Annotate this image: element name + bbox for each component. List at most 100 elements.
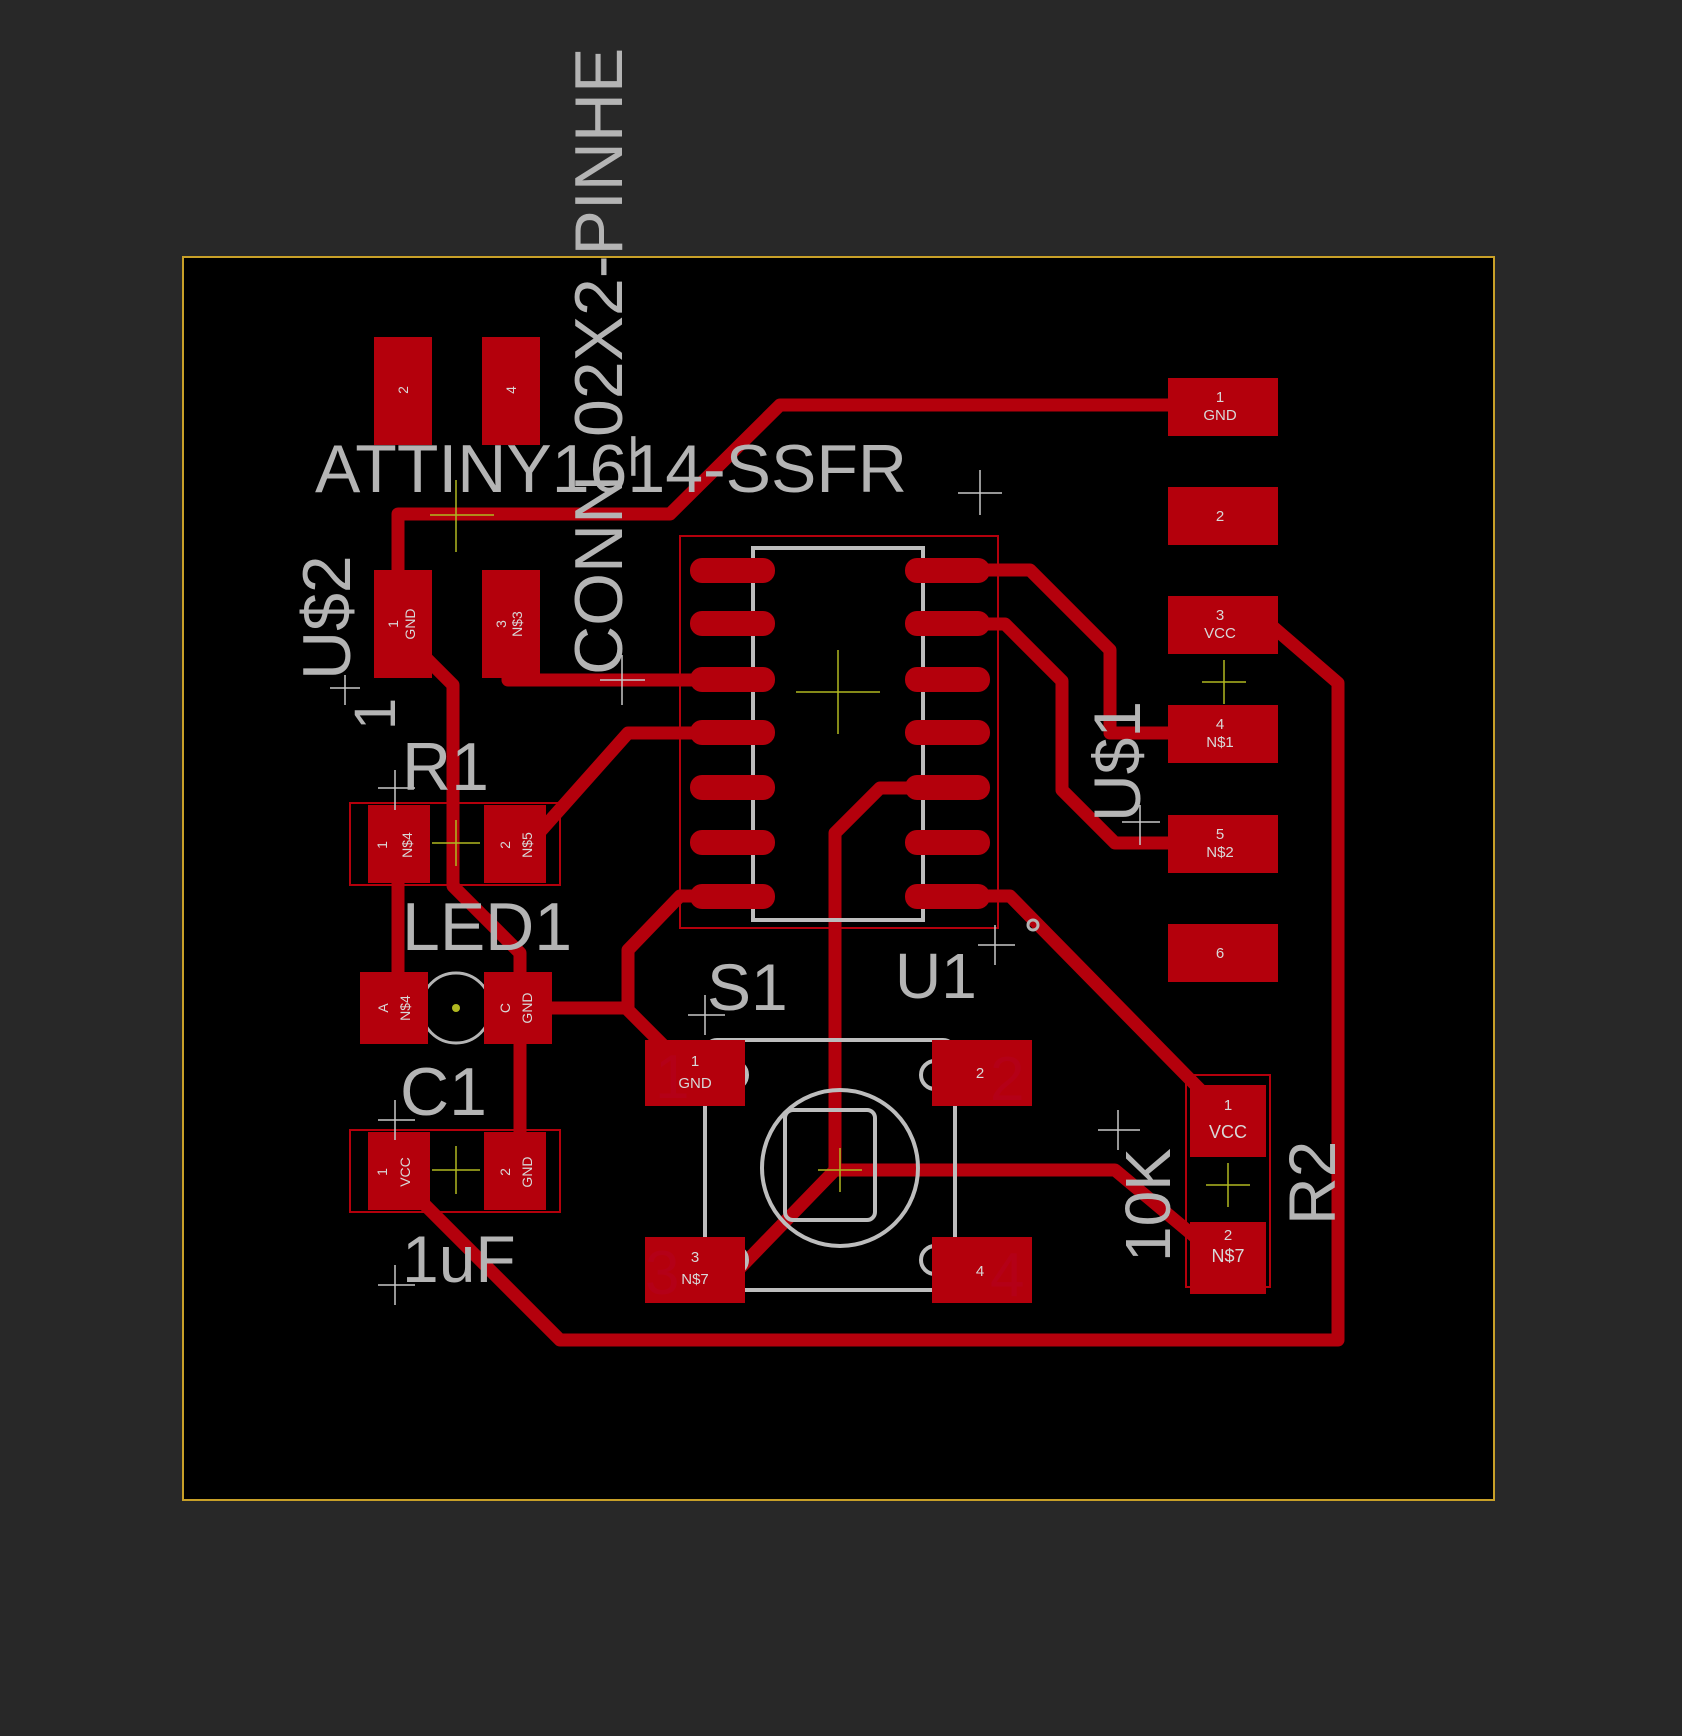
pad-r2-1[interactable] xyxy=(1190,1085,1266,1157)
r1-name-label[interactable]: R1 xyxy=(402,729,489,805)
pad-ftdi-1[interactable] xyxy=(1168,378,1278,436)
u1-pin-7[interactable] xyxy=(690,884,775,909)
pad-label-c1-2: 2 xyxy=(497,1168,513,1176)
u1-pin-1[interactable] xyxy=(690,558,775,583)
pad-c1-1[interactable] xyxy=(368,1132,430,1210)
pad-label-conn-1: 1 xyxy=(385,620,401,628)
pad-labels: 2 4 1 GND 3 N$3 1 GND 2 3 VCC 4 N$1 5 N$… xyxy=(374,386,1247,1288)
pad-ftdi-4[interactable] xyxy=(1168,705,1278,763)
pad-label-r1-1: 1 xyxy=(374,841,390,849)
silkscreen-text: ATTINY1614-SSFR U1 CONN_02X2-PINHE U$2 1… xyxy=(289,48,1349,1310)
pad-label-led-c-net: GND xyxy=(519,992,535,1023)
s1-pin4-silk[interactable]: 4 xyxy=(990,1241,1024,1310)
trace-gnd-conn-to-ftdi[interactable] xyxy=(391,398,1227,605)
pad-label-s1-4: 4 xyxy=(976,1263,984,1280)
pad-r1-2[interactable] xyxy=(484,805,546,883)
pad-conn-4[interactable] xyxy=(482,337,540,445)
ftdi-name-label[interactable]: U$1 xyxy=(1080,701,1154,822)
pad-conn-1[interactable] xyxy=(374,570,432,678)
u1-pin-13[interactable] xyxy=(905,611,990,636)
u1-pin-8[interactable] xyxy=(905,884,990,909)
conn-pin1-label[interactable]: 1 xyxy=(343,698,408,730)
u1-pin-12[interactable] xyxy=(905,667,990,692)
pad-c1-2[interactable] xyxy=(484,1132,546,1210)
pad-label-s1-3: 3 xyxy=(691,1249,699,1266)
trace-n7[interactable] xyxy=(733,781,932,1275)
pad-label-r2-2-net: N$7 xyxy=(1211,1246,1244,1266)
pad-label-r2-1-net: VCC xyxy=(1209,1122,1247,1142)
led1-name-label[interactable]: LED1 xyxy=(402,889,572,965)
pad-led-c[interactable] xyxy=(484,972,552,1044)
pad-label-s1-2: 2 xyxy=(976,1065,984,1082)
u1-pin-4[interactable] xyxy=(690,720,775,745)
trace-ftdi-n2[interactable] xyxy=(918,617,1222,850)
u1-pin-11[interactable] xyxy=(905,720,990,745)
pad-s1-4[interactable] xyxy=(932,1237,1032,1303)
u1-pin-3[interactable] xyxy=(690,667,775,692)
s1-pin3-silk[interactable]: 3 xyxy=(645,1239,679,1308)
r2-value-label[interactable]: 10K xyxy=(1112,1148,1184,1262)
pad-label-led-c: C xyxy=(497,1003,513,1013)
u1-pin-9[interactable] xyxy=(905,830,990,855)
pad-label-ftdi-3: 3 xyxy=(1216,607,1224,624)
u1-package-box xyxy=(679,535,999,929)
trace-vcc-loop[interactable] xyxy=(396,613,1345,1347)
pads xyxy=(360,337,1278,1303)
pad-label-ftdi-5: 5 xyxy=(1216,826,1224,843)
pad-r1-1[interactable] xyxy=(368,805,430,883)
pad-s1-1[interactable] xyxy=(645,1040,745,1106)
pad-label-ftdi-5-net: N$2 xyxy=(1206,844,1234,861)
u1-pin1-dot xyxy=(1026,918,1040,932)
pad-label-ftdi-4: 4 xyxy=(1216,716,1224,733)
u1-value-label[interactable]: ATTINY1614-SSFR xyxy=(315,431,907,507)
pad-conn-3[interactable] xyxy=(482,570,540,678)
u1-pin-10[interactable] xyxy=(905,775,990,800)
pad-label-s1-3-net: N$7 xyxy=(681,1271,709,1288)
r2-name-label[interactable]: R2 xyxy=(1275,1141,1349,1225)
pad-led-a[interactable] xyxy=(360,972,428,1044)
conn-value-label[interactable]: CONN_02X2-PINHE xyxy=(561,48,637,675)
pad-label-c1-2-net: GND xyxy=(519,1156,535,1187)
pad-label-r2-2: 2 xyxy=(1224,1227,1232,1244)
u1-pin-14[interactable] xyxy=(905,558,990,583)
trace-n7-r2[interactable] xyxy=(828,1163,1232,1269)
pad-ftdi-6[interactable] xyxy=(1168,924,1278,982)
s1-name-label[interactable]: S1 xyxy=(707,950,788,1024)
c1-value-label[interactable]: 1uF xyxy=(402,1222,516,1296)
r1-outline xyxy=(349,802,561,886)
pad-label-c1-1: 1 xyxy=(374,1168,390,1176)
conn-name-label[interactable]: U$2 xyxy=(289,555,365,680)
pad-ftdi-2[interactable] xyxy=(1168,487,1278,545)
pad-label-conn-2: 2 xyxy=(395,386,411,394)
u1-pin-2[interactable] xyxy=(690,611,775,636)
u1-pin-5[interactable] xyxy=(690,775,775,800)
pad-label-s1-1: 1 xyxy=(691,1053,699,1070)
c1-name-label[interactable]: C1 xyxy=(400,1054,487,1130)
pad-label-ftdi-4-net: N$1 xyxy=(1206,734,1234,751)
pad-ftdi-5[interactable] xyxy=(1168,815,1278,873)
s1-pin2-silk[interactable]: 2 xyxy=(990,1045,1024,1114)
pad-label-led-a: A xyxy=(375,1003,391,1013)
u1-pins xyxy=(690,558,990,909)
trace-ftdi-n1[interactable] xyxy=(918,563,1222,740)
pad-label-conn-4: 4 xyxy=(503,386,519,394)
pad-s1-3[interactable] xyxy=(645,1237,745,1303)
pad-label-ftdi-2: 2 xyxy=(1216,508,1224,525)
pad-ftdi-3[interactable] xyxy=(1168,596,1278,654)
u1-pin-6[interactable] xyxy=(690,830,775,855)
pad-s1-2[interactable] xyxy=(932,1040,1032,1106)
pad-label-r1-2-net: N$5 xyxy=(519,832,535,858)
pad-label-conn-3: 3 xyxy=(493,620,509,628)
pad-label-c1-1-net: VCC xyxy=(397,1157,413,1187)
silk-anchor-crosses xyxy=(330,470,1160,1305)
pad-label-ftdi-6: 6 xyxy=(1216,945,1224,962)
s1-pin1-silk[interactable]: 1 xyxy=(655,1043,689,1112)
board-outline[interactable] xyxy=(182,256,1495,1501)
origin-markers xyxy=(430,480,1250,1207)
pad-label-conn-3-net: N$3 xyxy=(509,611,525,637)
pad-label-s1-1-net: GND xyxy=(678,1075,712,1092)
u1-name-label[interactable]: U1 xyxy=(895,940,977,1012)
pad-r2-2[interactable] xyxy=(1190,1222,1266,1294)
pad-conn-2[interactable] xyxy=(374,337,432,445)
